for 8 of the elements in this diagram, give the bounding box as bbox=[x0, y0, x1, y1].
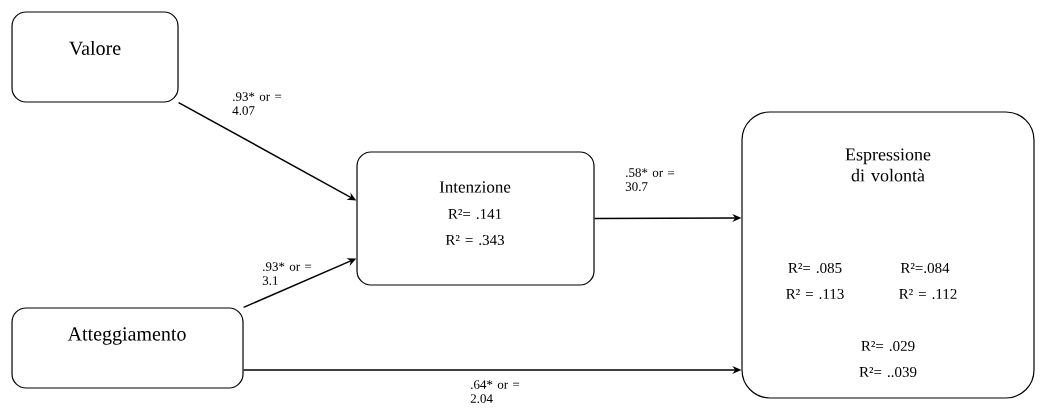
box: Valore bbox=[11, 11, 179, 103]
edge-label: .64* or = 2.04 bbox=[470, 380, 520, 403]
box: Intenzione R²= .141 R² = .343 bbox=[356, 151, 595, 286]
edge-label: .93* or = 3.1 bbox=[262, 262, 312, 285]
box: Atteggiamento bbox=[11, 307, 244, 389]
box: Espressione di volontà R²= .085 R²=.084 R² = .113 R² = .112 R²= .029 R²= ..039 bbox=[741, 111, 1035, 399]
edge-label: .58* or = 30.7 bbox=[625, 168, 675, 191]
edge-label: .93* or = 4.07 bbox=[232, 92, 282, 115]
